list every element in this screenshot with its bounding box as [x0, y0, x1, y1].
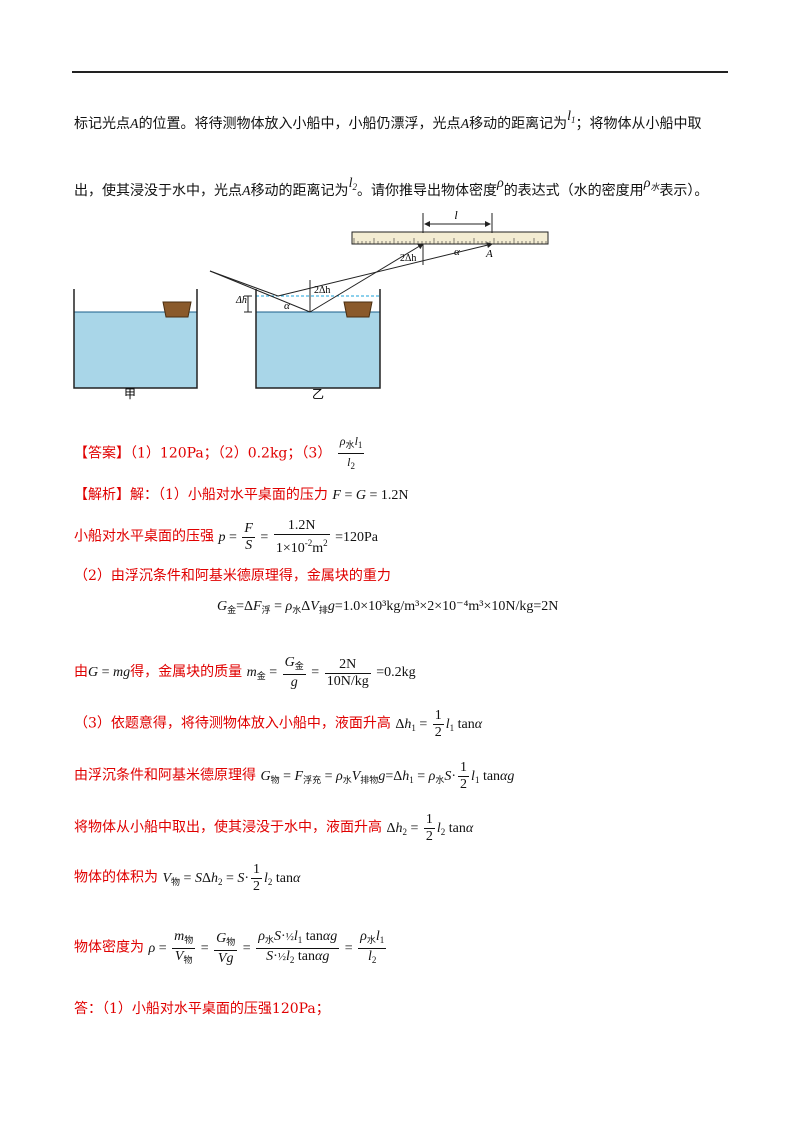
analysis-line-1: 【解析】解：（1）小船对水平桌面的压力 F = G = 1.2N — [74, 485, 408, 506]
analysis-text: 由 — [74, 664, 88, 681]
label-jia: 甲 — [124, 387, 136, 401]
intro-line-1: 标记光点A的位置。将待测物体放入小船中，小船仍漂浮，光点A移动的距离记为l1；将… — [74, 107, 702, 135]
l2-symbol: l2 — [348, 176, 357, 192]
analysis-line-4: G金=ΔF浮 = ρ水ΔV排g=1.0×10³kg/m³×2×10⁻⁴m³×10… — [217, 599, 559, 615]
reflected-ray-new — [309, 243, 424, 313]
intro-text: 标记光点 — [74, 116, 130, 132]
point-a: A — [130, 117, 139, 132]
l1-letter: l — [567, 109, 572, 124]
analysis-text: 物体的体积为 — [74, 869, 158, 886]
container-jia — [73, 289, 198, 389]
analysis-text: （2）由浮沉条件和阿基米德原理得，金属块的重力 — [74, 568, 391, 584]
intro-text: 的位置。将待测物体放入小船中，小船仍漂浮，光点 — [138, 116, 461, 132]
point-a: A — [460, 117, 470, 132]
experiment-figure: 甲 乙 Δh l 2Δh 2Δh α A α — [73, 208, 549, 401]
conclusion-text: 答：（1）小船对水平桌面的压强120Pa； — [74, 1001, 330, 1017]
analysis-text: 将物体从小船中取出，使其浸没于水中，液面升高 — [74, 819, 382, 836]
label-yi: 乙 — [312, 387, 324, 401]
l2-letter: l — [348, 176, 353, 191]
formula-gravity: =1.0×10³kg/m³×2×10⁻⁴m³×10N/kg=2N — [334, 599, 559, 614]
formula-g-mg: G = mg — [88, 665, 131, 681]
formula-force: F = G = 1.2N — [332, 488, 409, 503]
intro-text: ；将物体从小船中取 — [575, 116, 702, 132]
incident-ray-extended — [209, 270, 311, 313]
answer-part-3: （3） — [301, 445, 332, 462]
intro-text: 出，使其浸没于水中，光点 — [74, 183, 242, 199]
intro-text: 移动的距离记为 — [250, 183, 349, 199]
analysis-line-3: （2）由浮沉条件和阿基米德原理得，金属块的重力 — [74, 566, 391, 586]
boat-yi — [343, 301, 373, 318]
analysis-tag: 【解析】 — [74, 487, 130, 503]
point-a: A — [242, 184, 251, 199]
intro-text: 表示）。 — [659, 183, 709, 199]
rho-water-sub: 水 — [650, 182, 660, 192]
intro-line-2: 出，使其浸没于水中，光点A移动的距离记为l2。请你推导出物体密度ρ的表达式（水的… — [74, 174, 708, 202]
answer-tag: 【答案】 — [74, 445, 130, 462]
container-yi — [255, 289, 381, 389]
rho-letter: ρ — [643, 176, 651, 191]
l1-symbol: l1 — [567, 109, 576, 125]
conclusion-line: 答：（1）小船对水平桌面的压强120Pa； — [74, 999, 330, 1019]
analysis-line-7: 由浮沉条件和阿基米德原理得 G物 = F浮充 = ρ水V排物g=Δh1 = ρ水… — [74, 760, 514, 793]
label-A: A — [485, 248, 493, 260]
label-alpha-top: α — [454, 246, 460, 258]
analysis-text: 解：（1）小船对水平桌面的压力 — [130, 487, 328, 503]
analysis-text: 小船对水平桌面的压强 — [74, 528, 214, 545]
label-2dh-top: 2Δh — [400, 253, 416, 264]
water-jia — [74, 312, 197, 388]
label-alpha-bottom: α — [284, 300, 290, 312]
l1-sub: 1 — [571, 115, 576, 125]
answer-part-2: （2）0.2kg； — [217, 445, 302, 462]
analysis-text: 得，金属块的质量 — [130, 664, 243, 681]
header-rule — [72, 71, 728, 73]
intro-text: 的表达式（水的密度用 — [503, 183, 644, 199]
rho-water-symbol: ρ水 — [643, 176, 660, 192]
l2-sub: 2 — [352, 182, 357, 192]
water-yi — [256, 312, 380, 388]
answer-part-1: （1）120Pa； — [130, 445, 218, 462]
reflected-ray-original — [277, 242, 493, 297]
intro-text: 移动的距离记为 — [469, 116, 568, 132]
analysis-text: （3）依题意得，将待测物体放入小船中，液面升高 — [74, 715, 391, 732]
boat-jia — [162, 301, 192, 318]
label-2dh: 2Δh — [314, 285, 330, 296]
analysis-text: 物体密度为 — [74, 939, 144, 956]
label-l: l — [454, 208, 458, 222]
label-dh: Δh — [235, 295, 247, 306]
intro-text: 。请你推导出物体密度 — [356, 183, 497, 199]
analysis-text: 由浮沉条件和阿基米德原理得 — [74, 767, 256, 784]
rho-symbol: ρ — [496, 176, 504, 191]
